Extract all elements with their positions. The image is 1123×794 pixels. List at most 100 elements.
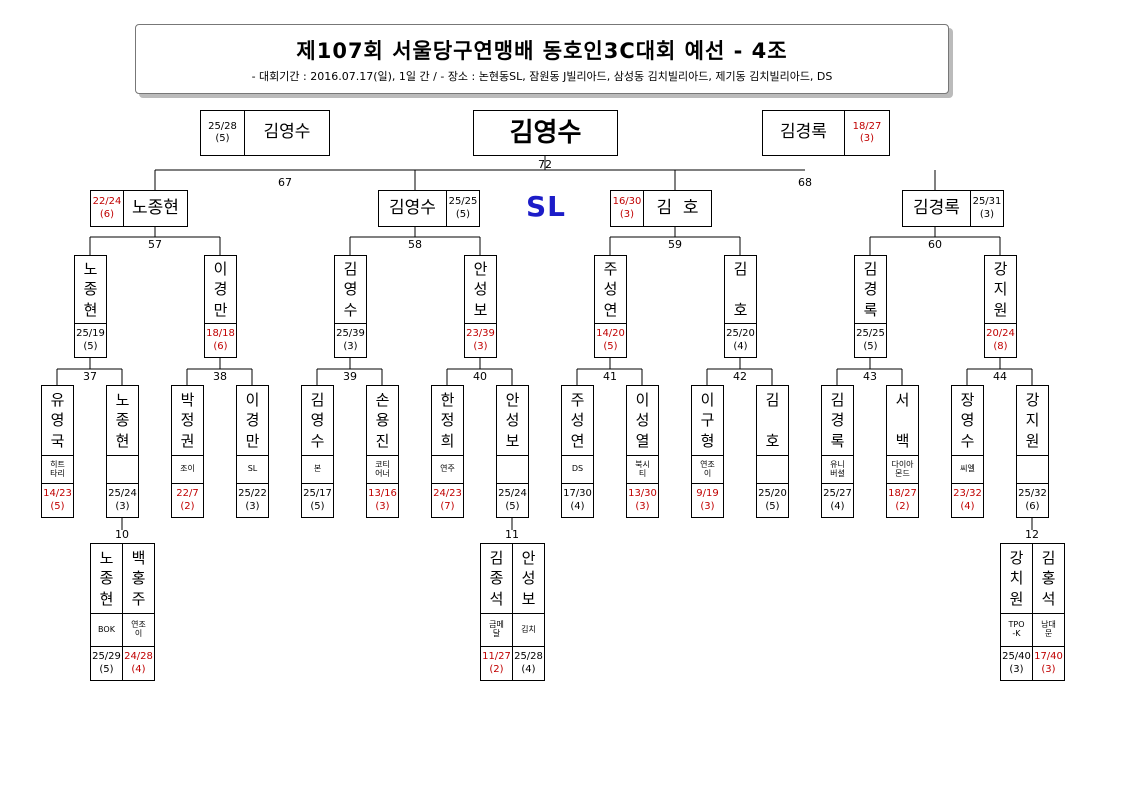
prelim-10-a-club: BOK [91,614,122,647]
semi-67-b-score-cell: 25/25 (5) [447,191,479,226]
prelim-12-b-score-cell: 17/40(3) [1033,647,1064,680]
round1-42-b-score-cell: 25/20(5) [757,484,788,517]
champion-name: 김영수 [509,117,582,148]
quarter-58-a-inn: (3) [343,340,358,352]
match-no-39: 39 [343,370,357,383]
round1-40-b-score: 25/24 [498,488,527,499]
round1-42-a-score: 9/19 [696,488,719,499]
round1-43-b-score-cell: 18/27(2) [887,484,918,517]
round1-39-a-inn: (5) [310,500,325,512]
match-no-12: 12 [1025,528,1039,541]
final-right-score-cell: 18/27 (3) [845,111,889,155]
round1-43-a-score: 25/27 [823,488,852,499]
round1-37-b-score: 25/24 [108,488,137,499]
round1-38-a-score: 22/7 [176,488,199,499]
round1-41-b-score: 13/30 [628,488,657,499]
round1-44-a-club: 씨엘 [952,456,983,484]
semi-67-b-box: 김영수 25/25 (5) [378,190,480,227]
prelim-11-a-inn: (2) [489,663,504,675]
round1-44-b-club [1017,456,1048,484]
semi-68-b-score: 25/31 [972,196,1002,207]
round1-42-b-inn: (5) [765,500,780,512]
prelim-11-b-score-cell: 25/28(4) [513,647,544,680]
round1-40-a-inn: (7) [440,500,455,512]
round1-41-a-inn: (4) [570,500,585,512]
match-no-60: 60 [928,238,942,251]
round1-38-b-score: 25/22 [238,488,267,499]
final-left-inn: (5) [215,133,230,144]
match-no-final: 72 [538,158,552,171]
round1-39-b-score: 13/16 [368,488,397,499]
semi-67-a-name: 노종현 [132,197,179,218]
semi-68-a-box: 16/30 (3) 김 호 [610,190,712,227]
match-no-38: 38 [213,370,227,383]
round1-39-b-score-cell: 13/16(3) [367,484,398,517]
quarter-60-a-score: 25/25 [856,328,885,339]
round1-39-a-score: 25/17 [303,488,332,499]
semi-67-a-score: 22/24 [92,196,122,207]
match-no-43: 43 [863,370,877,383]
match-no-68: 68 [798,176,812,189]
final-right-box: 김경록 18/27 (3) [762,110,890,156]
match-no-40: 40 [473,370,487,383]
page-subtitle: - 대회기간 : 2016.07.17(일), 1일 간 / - 장소 : 논현… [251,70,833,83]
quarter-58-a-score-cell: 25/39(3) [335,324,366,357]
semi-67-a-score-cell: 22/24 (6) [91,191,124,226]
quarter-57-a-score-cell: 25/19(5) [75,324,106,357]
prelim-10-a-score-cell: 25/29(5) [91,647,122,680]
round1-43-b-score: 18/27 [888,488,917,499]
champion-box: 김영수 [473,110,618,156]
round1-40-b-score-cell: 25/24(5) [497,484,528,517]
prelim-11-b-inn: (4) [521,663,536,675]
final-left-score: 25/28 [208,120,237,132]
quarter-60-b-inn: (8) [993,340,1008,352]
prelim-10-b-score-cell: 24/28(4) [123,647,154,680]
quarter-59-a-score-cell: 14/20(5) [595,324,626,357]
round1-40-b-inn: (5) [505,500,520,512]
prelim-10-a-inn: (5) [99,663,114,675]
semi-68-a-name: 김 호 [656,197,699,218]
round1-42-b-score: 25/20 [758,488,787,499]
round1-37-b-inn: (3) [115,500,130,512]
round1-42-a-inn: (3) [700,500,715,512]
round1-41-b-inn: (3) [635,500,650,512]
prelim-11-a-score: 11/27 [482,651,511,662]
semi-68-b-box: 김경록 25/31 (3) [902,190,1004,227]
match-no-37: 37 [83,370,97,383]
quarter-60-a-score-cell: 25/25(5) [855,324,886,357]
quarter-58-b-score: 23/39 [466,328,495,339]
round1-37-a-inn: (5) [50,500,65,512]
round1-37-b-club [107,456,138,484]
round1-37-a-score-cell: 14/23(5) [42,484,73,517]
round1-44-b-score: 25/32 [1018,488,1047,499]
round1-43-a-inn: (4) [830,500,845,512]
final-left-name: 김영수 [263,122,311,143]
round1-40-a-club: 연주 [432,456,463,484]
